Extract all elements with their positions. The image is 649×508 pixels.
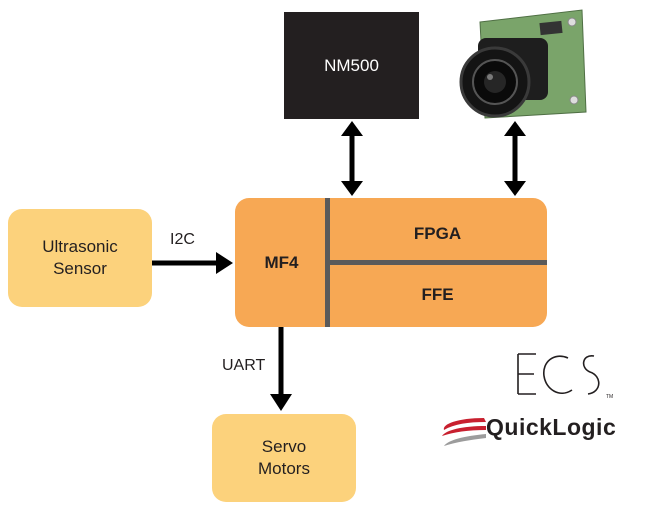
camera-arrow-head-down	[504, 181, 526, 196]
camera-lens-highlight	[487, 74, 493, 80]
camera-chip	[539, 20, 563, 36]
uart-arrow-head	[270, 394, 292, 411]
mf4-label: MF4	[264, 252, 299, 272]
eos-logo: TM	[517, 353, 613, 400]
sensor-label-line2: Sensor	[53, 259, 107, 278]
i2c-label: I2C	[170, 231, 195, 248]
quicklogic-logo-swoosh	[442, 418, 486, 446]
camera-arrow-head-up	[504, 121, 526, 136]
quicklogic-logo-swoosh-gray	[444, 434, 486, 446]
fpga-label: FPGA	[413, 224, 462, 243]
camera-mount-hole	[569, 95, 579, 105]
eos-logo-e	[517, 353, 536, 395]
quicklogic-logo-swoosh-red-top	[443, 418, 486, 430]
nm500-arrow-head-down	[341, 181, 363, 196]
servo-label-line2: Motors	[258, 459, 310, 478]
servo-label-line1: Servo	[261, 437, 307, 456]
mf4-block: MF4 FPGA FFE	[235, 198, 547, 327]
mf4-horizontal-divider	[328, 260, 547, 265]
nm500-arrow-head-up	[341, 121, 363, 136]
quicklogic-logo-swoosh-red-mid	[442, 426, 486, 436]
camera-mount-hole	[567, 17, 577, 27]
nm500-block: NM500	[284, 12, 419, 119]
servo-motors-block: Servo Motors	[212, 414, 356, 502]
ultrasonic-sensor-block: Ultrasonic Sensor	[8, 209, 152, 307]
camera-lens-glass	[484, 71, 506, 93]
eos-logo-tm: TM	[606, 394, 613, 400]
uart-label: UART	[222, 357, 266, 374]
ffe-label: FFE	[421, 285, 454, 304]
nm500-label: NM500	[324, 55, 379, 75]
mf4-vertical-divider	[325, 198, 330, 327]
sensor-label-line1: Ultrasonic	[42, 237, 118, 256]
eos-logo-o	[543, 355, 573, 394]
eos-logo-s	[582, 355, 600, 395]
i2c-arrow-head	[216, 252, 233, 274]
quicklogic-logo-text: QuickLogic	[486, 414, 617, 440]
